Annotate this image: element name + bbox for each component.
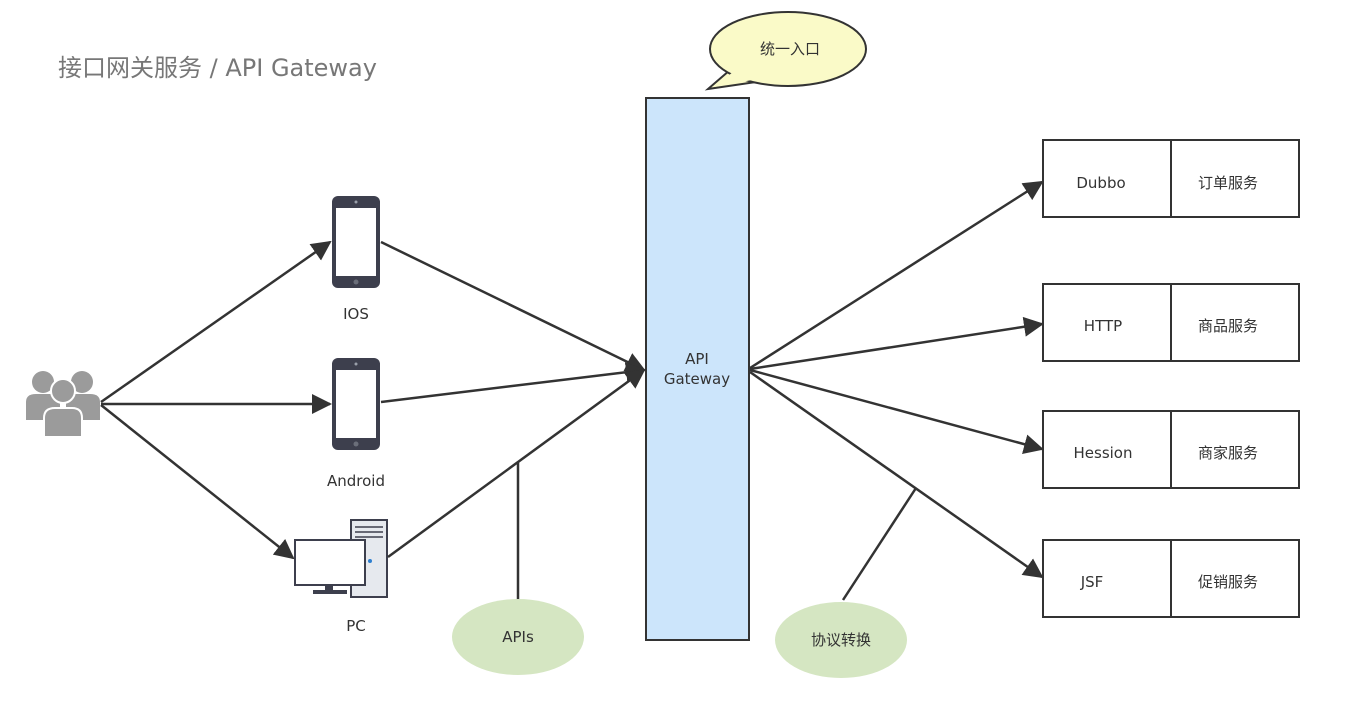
edge-pc-gateway [387, 368, 646, 559]
pc-label: PC [346, 617, 366, 635]
users-group-icon [26, 371, 100, 438]
android-phone-icon [332, 358, 380, 450]
protocol-label: 协议转换 [811, 631, 871, 649]
service-name-label: 促销服务 [1198, 573, 1258, 591]
protocol-note: 协议转换 [775, 602, 907, 678]
gateway-label-line1: API [685, 350, 709, 368]
edge-gateway-dubbo [749, 180, 1044, 370]
service-box-jsf: JSF 促销服务 [1042, 539, 1300, 618]
callout-bubble: 统一入口 [704, 11, 867, 91]
service-name-label: 商品服务 [1198, 317, 1258, 335]
service-protocol-label: Dubbo [1076, 174, 1125, 192]
ios-phone-icon [332, 196, 380, 288]
edge-gateway-jsf [749, 370, 1044, 579]
callout-text: 统一入口 [760, 40, 820, 58]
edge-gateway-http [749, 316, 1044, 371]
gateway-label-line2: Gateway [664, 370, 730, 388]
android-label: Android [327, 472, 385, 490]
apis-note: APIs [452, 599, 584, 675]
edge-ios-gateway [380, 240, 646, 372]
ios-label: IOS [343, 305, 369, 323]
edge-android-gateway [380, 362, 646, 404]
service-box-dubbo: Dubbo 订单服务 [1042, 139, 1300, 218]
edge-users-pc [100, 404, 295, 560]
gateway-block: API Gateway [645, 97, 750, 641]
service-box-http: HTTP 商品服务 [1042, 283, 1300, 362]
service-name-label: 商家服务 [1198, 444, 1258, 462]
diagram-title: 接口网关服务 / API Gateway [58, 54, 377, 82]
edge-users-ios [100, 240, 332, 404]
service-protocol-label: HTTP [1084, 317, 1122, 335]
service-protocol-label: JSF [1080, 573, 1104, 591]
service-box-hession: Hession 商家服务 [1042, 410, 1300, 489]
desktop-computer-icon [294, 519, 388, 598]
protocol-connector [841, 487, 918, 601]
service-protocol-label: Hession [1074, 444, 1133, 462]
apis-label: APIs [502, 628, 534, 646]
service-name-label: 订单服务 [1198, 174, 1258, 192]
edge-gateway-hession [749, 368, 1044, 454]
